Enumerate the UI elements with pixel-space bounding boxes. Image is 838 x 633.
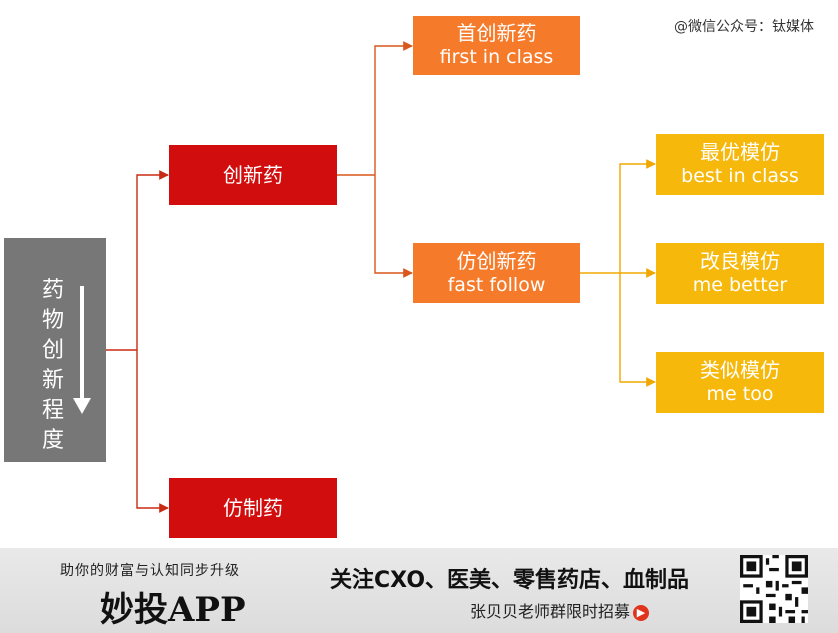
down-arrow-icon [73, 286, 91, 414]
connector-lines [106, 41, 656, 513]
banner-tagline: 助你的财富与认知同步升级 [60, 563, 240, 579]
generic-drug-box: 仿制药 [169, 478, 337, 538]
banner-subline-row[interactable]: 张贝贝老师群限时招募▶ [470, 598, 650, 622]
fast-follow-en: fast follow [447, 273, 546, 296]
banner-headline: 关注CXO、医美、零售药店、血制品 [330, 568, 690, 593]
first-in-class-box: 首创新药 first in class [413, 16, 580, 75]
me-better-en: me better [692, 274, 788, 297]
best-in-class-en: best in class [681, 165, 799, 188]
best-in-class-zh: 最优模仿 [700, 140, 780, 165]
innovative-drug-box: 创新药 [169, 145, 337, 205]
ad-banner[interactable]: 助你的财富与认知同步升级 妙投APP 关注CXO、医美、零售药店、血制品 张贝贝… [0, 548, 838, 633]
innovative-drug-label: 创新药 [223, 162, 283, 187]
arrow-right-circle-icon[interactable]: ▶ [633, 605, 650, 621]
watermark: @微信公众号：钛媒体 [674, 19, 814, 35]
first-in-class-zh: 首创新药 [456, 21, 537, 46]
generic-drug-label: 仿制药 [223, 495, 283, 520]
banner-app-name: 妙投APP [100, 590, 246, 630]
me-too-en: me too [706, 383, 774, 406]
me-too-box: 类似模仿 me too [656, 352, 824, 413]
qr-code-icon [740, 555, 808, 623]
banner-subline: 张贝贝老师群限时招募 [470, 602, 631, 621]
me-better-box: 改良模仿 me better [656, 243, 824, 304]
drug-innovation-diagram: 药物创新程度 创新药 仿制药 首创新药 first in class 仿创新药 … [4, 16, 824, 538]
first-in-class-en: first in class [439, 46, 554, 69]
me-too-zh: 类似模仿 [700, 358, 780, 383]
fast-follow-box: 仿创新药 fast follow [413, 243, 580, 303]
fast-follow-zh: 仿创新药 [456, 248, 537, 273]
root-box [4, 238, 106, 462]
me-better-zh: 改良模仿 [700, 249, 780, 274]
best-in-class-box: 最优模仿 best in class [656, 134, 824, 195]
root-label: 药物创新程度 [41, 278, 64, 453]
